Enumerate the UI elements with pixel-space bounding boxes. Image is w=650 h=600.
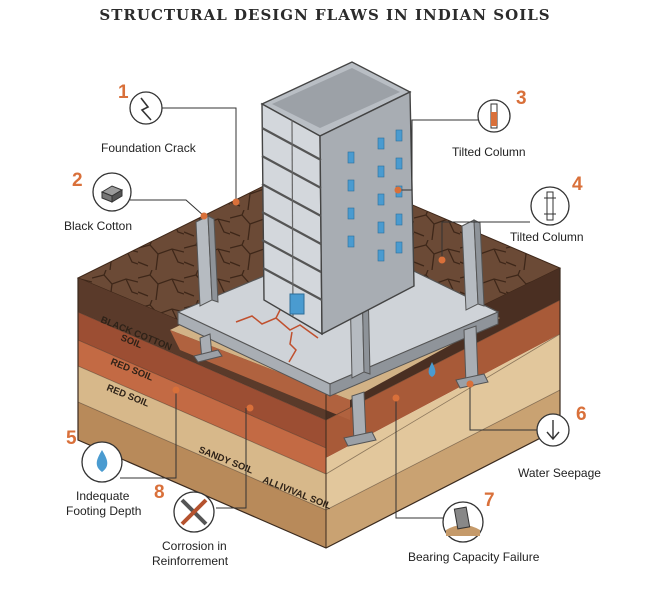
callout-2-number: 2 [72,170,83,191]
callout-5-label-line2: Footing Depth [66,504,141,518]
callout-7-number: 7 [484,490,495,511]
seepage-drop-icon [428,362,436,377]
soil-cube-icon [100,185,124,203]
callout-5: 5 Indequate Footing Depth [66,428,141,518]
diagram-title: STRUCTURAL DESIGN FLAWS IN INDIAN SOILS [99,6,551,24]
sinking-building-icon [446,506,480,536]
callout-1-number: 1 [118,82,129,103]
callout-1-label: Foundation Crack [101,141,197,155]
column-icon [490,103,498,129]
lightning-crack-icon [140,97,152,121]
callout-4: 4 Tilted Column [510,174,584,244]
building-side-face [319,90,415,336]
water-drop-icon [96,450,108,472]
callout-5-label-line1: Indequate [76,489,130,503]
left-red-soil-layer-2 [78,340,326,474]
callout-7: 7 Bearing Capacity Failure [408,490,540,564]
right-sandy-layer [326,334,560,510]
left-sandy-layer [78,366,326,510]
callout-6-label: Water Seepage [518,466,601,480]
callout-3-label: Tilted Column [452,145,526,159]
building-door [289,293,305,315]
callout-8-label-line1: Corrosion in [162,539,227,553]
column-right [455,219,489,389]
callout-5-number: 5 [66,428,77,449]
callout-8-number: 8 [154,482,165,503]
callout-2: 2 Black Cotton [64,170,132,233]
callout-8-label-line2: Reinforrement [152,554,229,568]
tilted-building [260,61,415,336]
callout-8: 8 Corrosion in Reinforrement [152,482,229,568]
callout-4-label: Tilted Column [510,230,584,244]
callout-2-label: Black Cotton [64,219,132,233]
building-windows [347,129,403,262]
callout-1: 1 Foundation Crack [101,82,197,155]
soil-crack [288,331,297,363]
callout-3-number: 3 [516,88,527,109]
left-red-soil-layer-1 [78,312,326,448]
callout-6-number: 6 [576,404,587,425]
callout-3: 3 Tilted Column [452,88,527,159]
arrow-down-icon [546,420,560,441]
callout-4-number: 4 [572,174,583,195]
corroded-rebar-icon [180,498,208,526]
left-alluvial-layer [78,402,326,548]
leader-dots [172,186,474,412]
callout-6: 6 Water Seepage [518,404,601,480]
right-red-soil-layer [326,300,560,458]
callout-7-label: Bearing Capacity Failure [408,550,540,564]
column-icon [544,191,556,221]
